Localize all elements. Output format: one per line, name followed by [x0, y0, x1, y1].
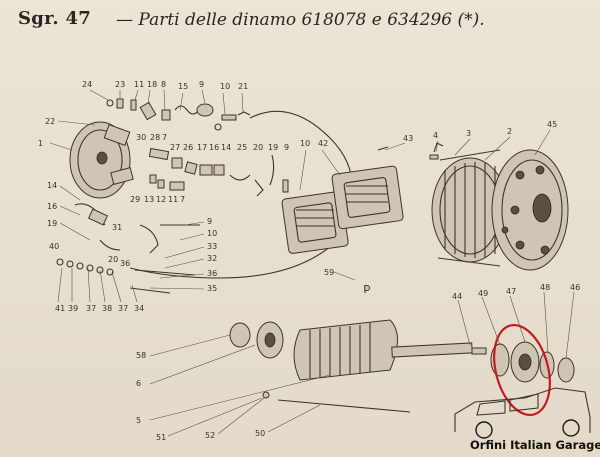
- callout: 37: [86, 304, 96, 313]
- callout: 9: [199, 80, 204, 89]
- callout: 33: [207, 242, 217, 251]
- callout: 52: [205, 431, 215, 440]
- callout: 10: [220, 82, 230, 91]
- callout: 21: [238, 82, 248, 91]
- callout: 26: [183, 143, 193, 152]
- callout: 10: [207, 229, 217, 238]
- callout: 38: [102, 304, 112, 313]
- callout: 7: [162, 133, 167, 142]
- callout: 59: [324, 268, 334, 277]
- callout: 16: [209, 143, 219, 152]
- screws: [364, 142, 444, 293]
- small-parts-top: [106, 98, 251, 131]
- callout: 23: [115, 80, 125, 89]
- callout: 16: [47, 202, 57, 211]
- callout: 58: [136, 351, 146, 360]
- callout: 30: [136, 133, 146, 142]
- callout: 32: [207, 254, 217, 263]
- callout: 25: [237, 143, 247, 152]
- callout: 18: [147, 80, 157, 89]
- callout: 14: [221, 143, 231, 152]
- callout: 1: [38, 139, 43, 148]
- tie-bolt: [277, 399, 411, 413]
- callout: 4: [433, 131, 438, 140]
- leader-lines: [49, 89, 575, 437]
- callout: 10: [300, 139, 310, 148]
- callout: 13: [144, 195, 154, 204]
- callout: 7: [180, 195, 185, 204]
- callout: 15: [178, 82, 188, 91]
- drive-end-plate: [491, 149, 569, 271]
- callout: 11: [134, 80, 144, 89]
- watermark-text: Orfini Italian Garage: [470, 438, 600, 452]
- callout: 45: [547, 120, 557, 129]
- callout: 9: [207, 217, 212, 226]
- callout: 2: [507, 127, 512, 136]
- lower-brush-parts: [56, 203, 200, 294]
- field-coils: [281, 165, 404, 254]
- callout: 22: [45, 117, 55, 126]
- callout: 46: [570, 283, 580, 292]
- callout: 50: [255, 429, 265, 438]
- page-title: Sgr. 47: [18, 8, 92, 29]
- callout: 19: [47, 219, 57, 228]
- callout: 40: [49, 242, 59, 251]
- callout: 35: [207, 284, 217, 293]
- callout: 51: [156, 433, 166, 442]
- callout: 36: [207, 269, 217, 278]
- highlight-circle: [493, 323, 551, 417]
- callout: 17: [197, 143, 207, 152]
- callout: 11: [168, 195, 178, 204]
- callout: 8: [161, 80, 166, 89]
- callout: 24: [82, 80, 92, 89]
- brush-parts: [148, 147, 289, 197]
- page-subtitle: — Parti delle dinamo 618078 e 634296 (*)…: [116, 10, 485, 30]
- callout: 19: [268, 143, 278, 152]
- callout-labels: 24 23 11 18 8 15 9 10 21 22 1 30 28 7 27…: [38, 80, 580, 442]
- callout: 34: [134, 304, 144, 313]
- callout: 6: [136, 379, 141, 388]
- callout: 9: [284, 143, 289, 152]
- end-plate-drawing: [69, 121, 134, 199]
- car-logo-sketch: [454, 387, 591, 439]
- callout: 3: [466, 129, 471, 138]
- callout: 48: [540, 283, 550, 292]
- callout: 20: [253, 143, 263, 152]
- callout: 36: [120, 259, 130, 268]
- callout: 20: [108, 255, 118, 264]
- callout: 5: [136, 416, 141, 425]
- callout: 28: [150, 133, 160, 142]
- callout: 42: [318, 139, 328, 148]
- callout: 44: [452, 292, 462, 301]
- callout: 43: [403, 134, 413, 143]
- callout: 39: [68, 304, 78, 313]
- callout: 47: [506, 287, 516, 296]
- callout: 14: [47, 181, 57, 190]
- callout: 31: [112, 223, 122, 232]
- callout: 12: [156, 195, 166, 204]
- callout: 49: [478, 289, 488, 298]
- armature-drawing: [229, 319, 575, 383]
- callout: 27: [170, 143, 180, 152]
- callout: 29: [130, 195, 140, 204]
- callout: 37: [118, 304, 128, 313]
- callout: 41: [55, 304, 65, 313]
